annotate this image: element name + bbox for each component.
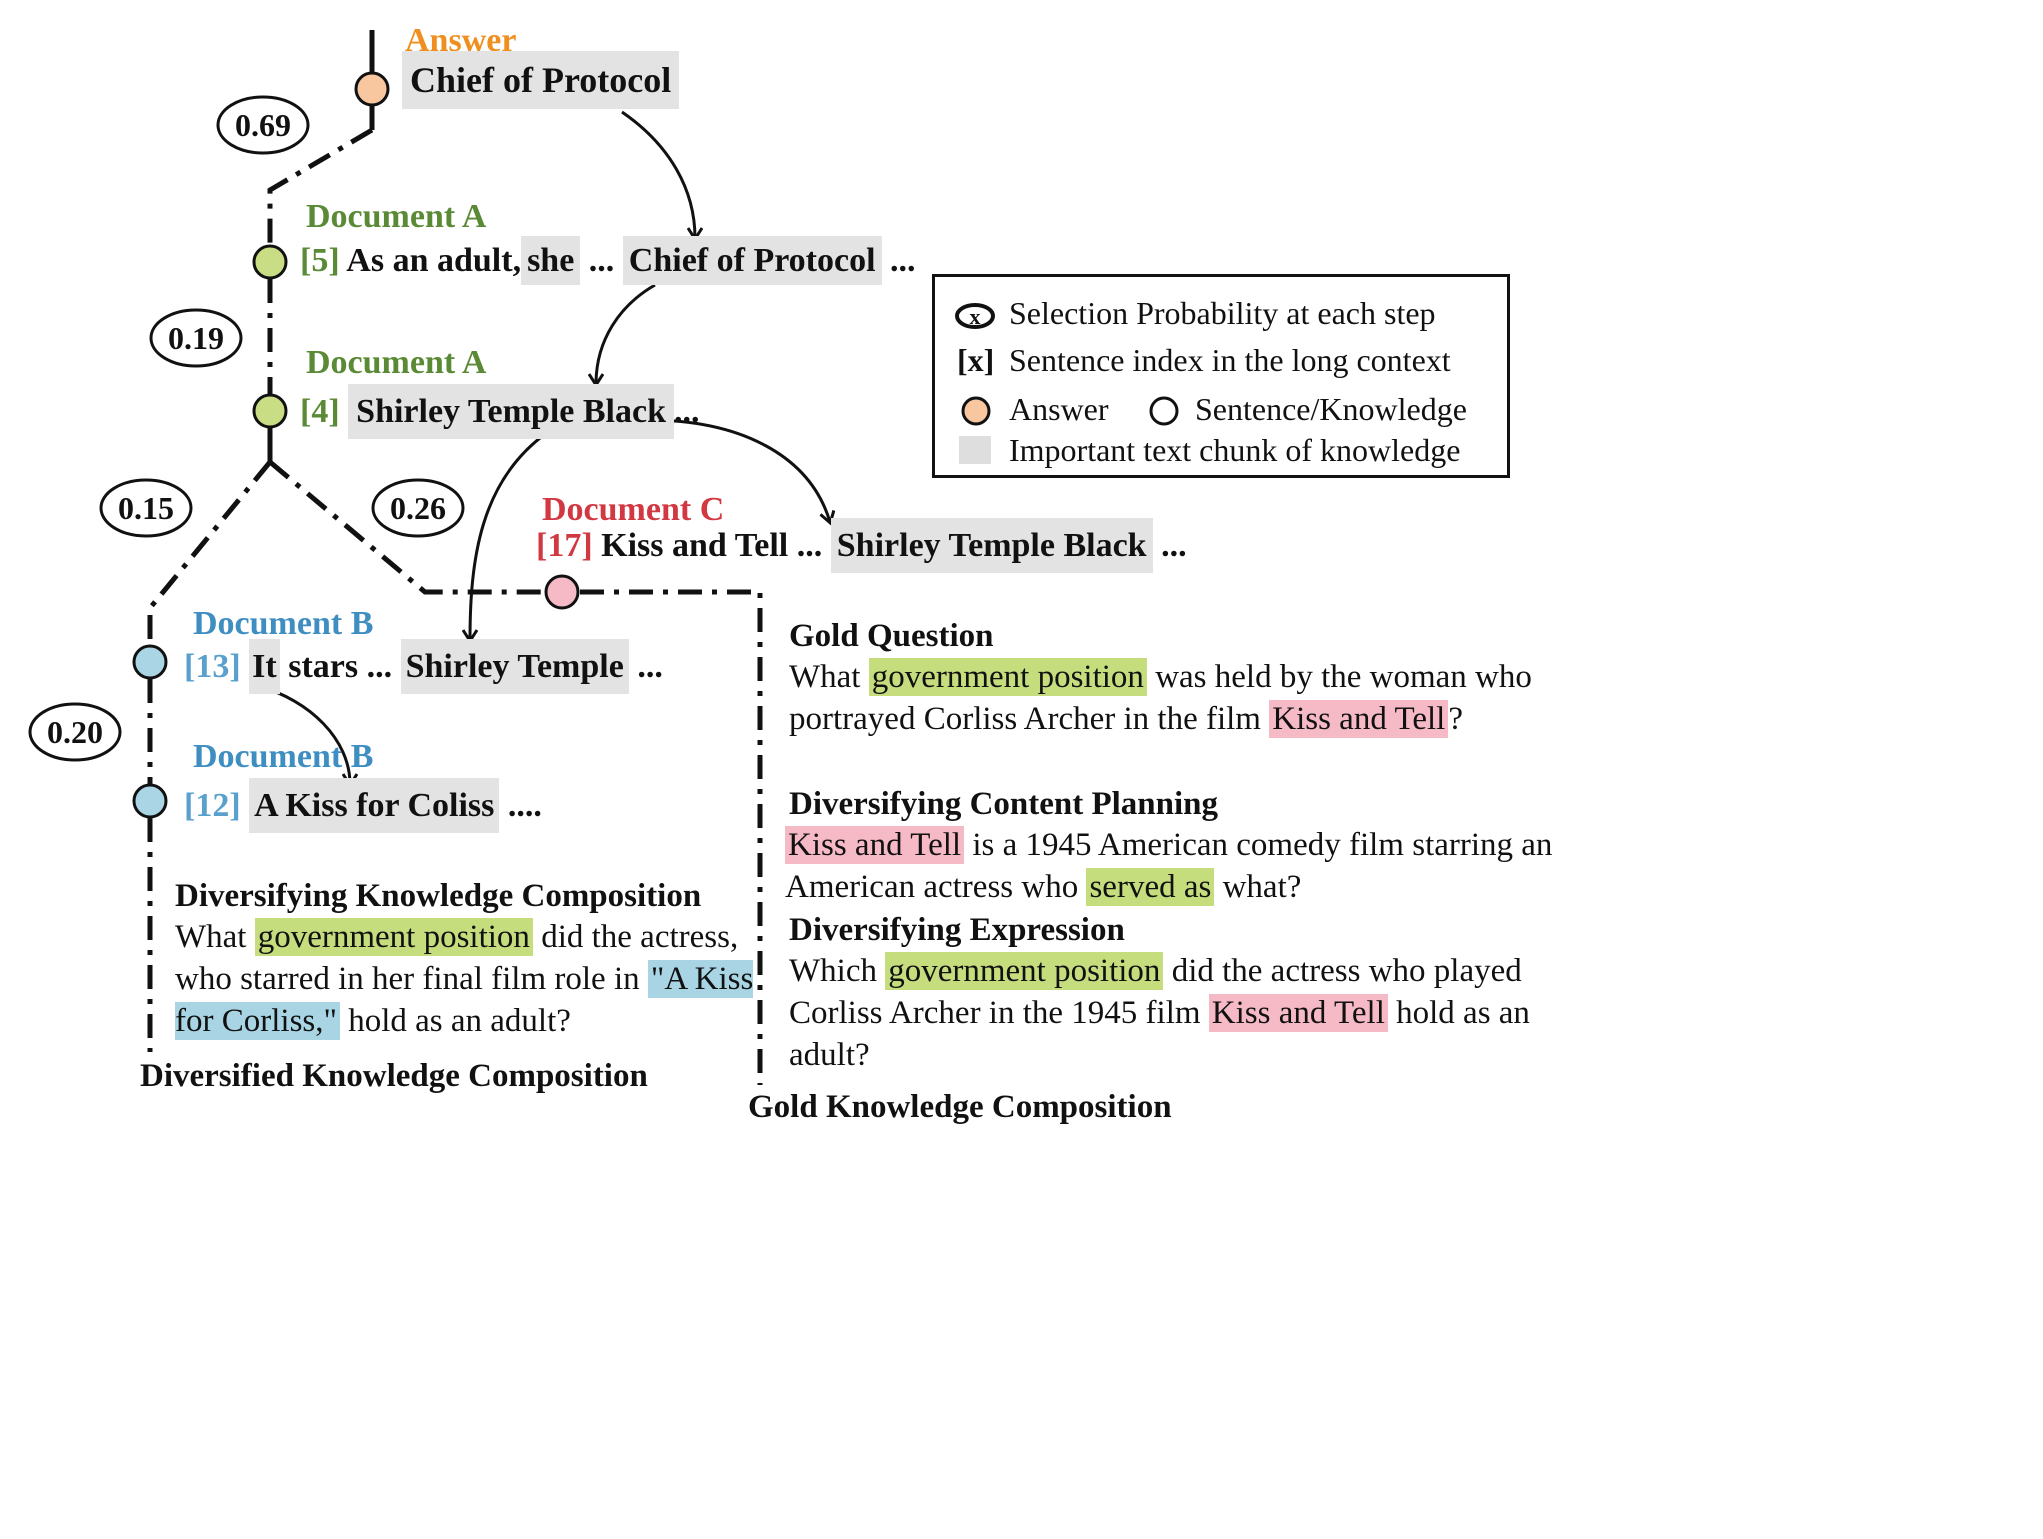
docA5-chunk-she: she (521, 236, 581, 285)
ex-part-1: Which (789, 953, 877, 989)
ex-highlight-position: government position (885, 952, 1164, 990)
caption-diversified: Diversified Knowledge Composition (140, 1058, 648, 1094)
ex-part-2: did the actress who played Corliss Arche… (789, 953, 1522, 1031)
docB12-text-after: .... (507, 787, 542, 824)
knowledge-composition-title: Diversifying Knowledge Composition (175, 878, 702, 914)
answer-text: Chief of Protocol (402, 51, 680, 109)
path-docA4-to-docC17 (268, 460, 545, 595)
docA4-label: Document A (306, 344, 487, 381)
docA4-sentence: [4] Shirley Temple Black... (300, 384, 700, 439)
node-docA5 (252, 244, 288, 280)
node-docC17 (544, 574, 580, 610)
docB13-text-after: ... (637, 648, 663, 685)
docB12-chunk: A Kiss for Coliss (249, 778, 500, 833)
caption-gold: Gold Knowledge Composition (748, 1089, 1172, 1125)
legend-prob-text: Selection Probability at each step (1009, 295, 1436, 331)
cp-highlight-served: served as (1086, 868, 1215, 906)
prob-label: 0.15 (118, 489, 174, 526)
cp-highlight-film: Kiss and Tell (785, 826, 965, 864)
prob-label: 0.20 (47, 713, 103, 750)
diagram-lines (28, 30, 1567, 1085)
prob-label: 0.69 (235, 106, 291, 143)
docB13-sentence: [13] It stars ... Shirley Temple ... (184, 639, 663, 694)
kc-highlight-position: government position (254, 918, 533, 956)
gq-part-3: ? (1448, 701, 1463, 737)
knowledge-composition-text: What government position did the actress… (175, 916, 755, 1042)
cp-part-2: what? (1222, 869, 1302, 905)
prob-ellipse-069 (216, 95, 310, 155)
prob-label: 0.26 (390, 489, 446, 526)
kc-part-3: hold as an adult? (348, 1003, 571, 1039)
prob-ellipse-020 (28, 702, 122, 762)
docA5-sentence: [5] As an adult,she ... Chief of Protoco… (300, 236, 916, 285)
prob-symbol-letter: x (970, 304, 981, 329)
legend-answer-text: Answer (1009, 391, 1109, 427)
expression-title: Diversifying Expression (789, 912, 1125, 948)
docB12-label: Document B (193, 738, 374, 775)
node-docA4 (252, 393, 288, 429)
legend: x Selection Probability at each step [x]… (932, 274, 1510, 478)
answer-chunk: Chief of Protocol (402, 51, 680, 109)
node-answer (354, 71, 390, 107)
arrow-docA4-to-docB13 (470, 430, 549, 640)
cp-part-1: is a 1945 American comedy film starring … (785, 827, 1553, 905)
docC17-text-before: Kiss and Tell ... (601, 527, 823, 564)
prob-ellipse-026 (371, 478, 465, 538)
docB13-text-mid: stars ... (288, 648, 393, 685)
gq-highlight-position: government position (868, 658, 1147, 696)
answer-node-icon (961, 396, 991, 426)
docA5-label: Document A (306, 198, 487, 235)
ex-highlight-film: Kiss and Tell (1208, 994, 1388, 1032)
legend-sentence-text: Sentence/Knowledge (1195, 391, 1467, 427)
prob-label: 0.19 (168, 319, 224, 356)
docB13-chunk-it: It (249, 639, 280, 694)
docA5-text-after: ... (890, 242, 916, 279)
gq-highlight-film: Kiss and Tell (1269, 700, 1449, 738)
kc-part-1: What (175, 919, 247, 955)
prob-ellipse-015 (99, 478, 193, 538)
docB13-label: Document B (193, 605, 374, 642)
legend-chunk-text: Important text chunk of knowledge (1009, 432, 1461, 468)
docB13-chunk-shirley: Shirley Temple (400, 639, 629, 694)
path-docC17-to-gold (580, 589, 763, 1085)
docC17-chunk: Shirley Temple Black (830, 518, 1153, 573)
kc-part-2: did the actress, who starred in her fina… (175, 919, 739, 997)
legend-index-text: Sentence index in the long context (1009, 342, 1451, 378)
prob-symbol-icon: x (955, 303, 995, 329)
docB13-index: [13] (184, 648, 241, 685)
docC17-label: Document C (542, 491, 725, 528)
docA5-text-mid: ... (588, 242, 615, 279)
sentence-node-icon (1149, 396, 1179, 426)
arrow-answer-to-docA5 (621, 110, 695, 238)
knowledge-composition-diagram: 0.69 0.19 0.15 0.26 0.20 Answer Chief of… (28, 24, 1567, 1125)
docA4-text-after: ... (673, 393, 700, 430)
path-docA4-to-docB13 (147, 460, 272, 645)
content-planning-title: Diversifying Content Planning (789, 786, 1219, 822)
docA5-chunk-protocol: Chief of Protocol (622, 236, 882, 285)
legend-index-symbol: [x] (957, 342, 995, 378)
docA4-chunk: Shirley Temple Black (348, 384, 674, 439)
docA5-index: [5] (300, 242, 340, 279)
gq-part-1: What (789, 659, 861, 695)
gold-question-text: What government position was held by the… (789, 656, 1559, 740)
gold-question-title: Gold Question (789, 618, 994, 654)
docB12-index: [12] (184, 787, 241, 824)
ex-part-3: hold as an adult? (789, 995, 1530, 1073)
docA4-index: [4] (300, 393, 340, 430)
docA5-text-before: As an adult, (346, 242, 522, 279)
content-planning-text: Kiss and Tell is a 1945 American comedy … (785, 824, 1555, 908)
docC17-sentence: [17] Kiss and Tell ... Shirley Temple Bl… (536, 518, 1187, 573)
node-docB13 (132, 644, 168, 680)
arrow-docA4-to-docC17 (647, 418, 830, 522)
prob-ellipse-019 (149, 308, 243, 368)
arrow-docA5-to-docA4 (596, 283, 656, 384)
docB12-sentence: [12] A Kiss for Coliss .... (184, 778, 542, 833)
chunk-swatch-icon (959, 436, 991, 464)
gq-part-2: was held by the woman who portrayed Corl… (789, 659, 1532, 737)
node-docB12 (132, 783, 168, 819)
expression-text: Which government position did the actres… (789, 950, 1549, 1076)
docC17-text-after: ... (1161, 527, 1187, 564)
docC17-index: [17] (536, 527, 593, 564)
path-answer-to-docA5 (267, 127, 374, 245)
